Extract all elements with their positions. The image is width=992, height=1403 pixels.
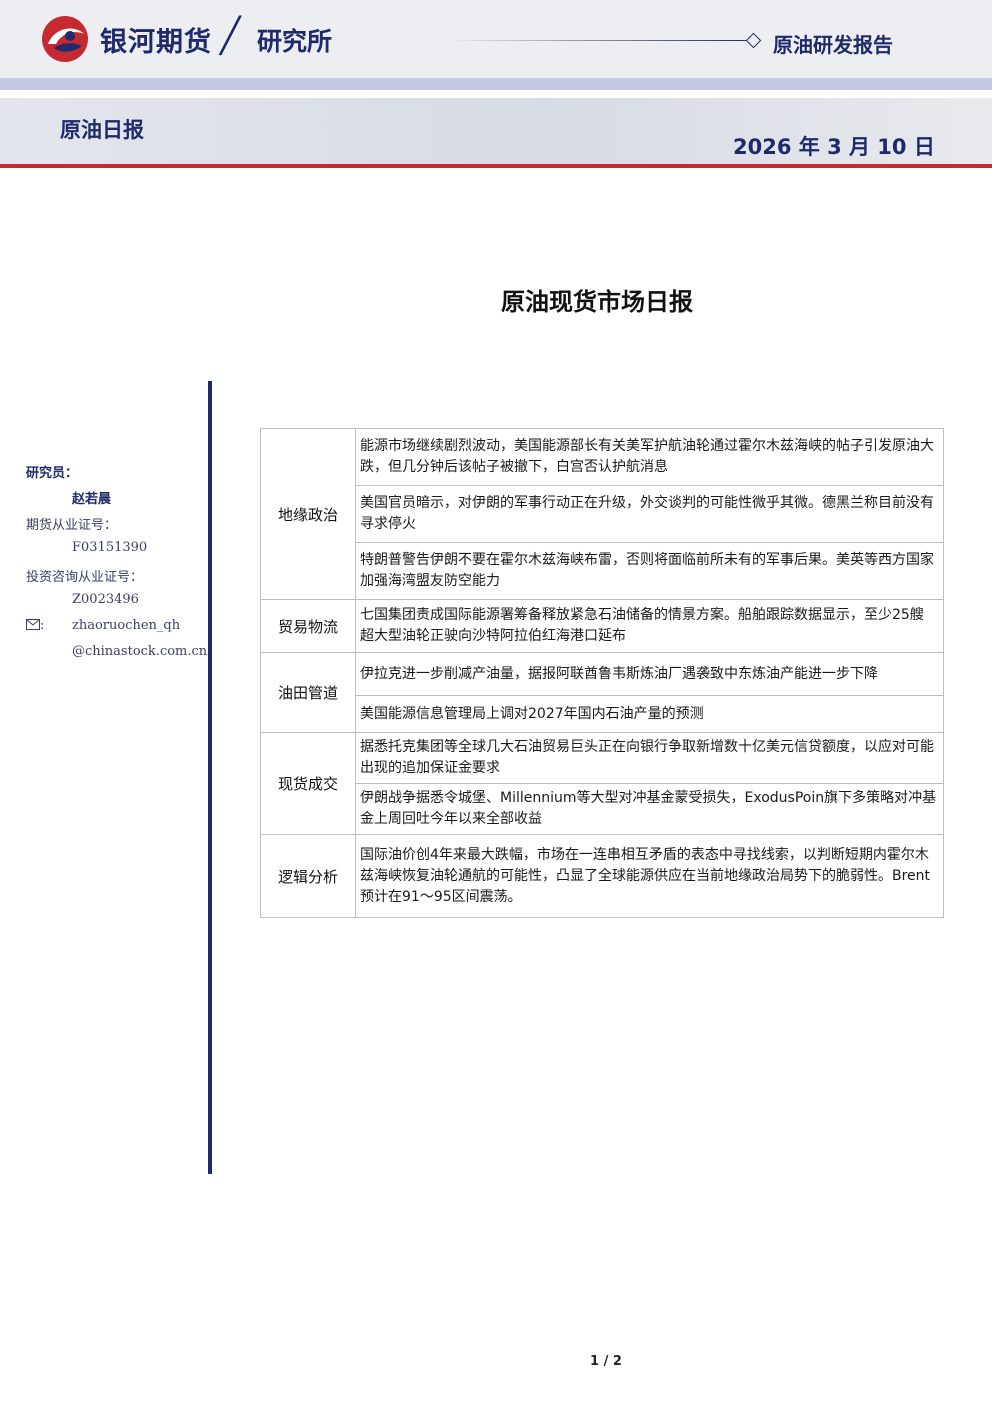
mail-icon — [26, 619, 40, 630]
researcher-name: 赵若晨 — [72, 492, 112, 507]
category-cell: 地缘政治 — [260, 428, 356, 600]
page-title: 原油现货市场日报 — [501, 288, 693, 316]
table-row: 伊朗战争据悉令城堡、Millennium等大型对冲基金蒙受损失，ExodusPo… — [261, 783, 944, 835]
researcher-label: 研究员： — [26, 466, 79, 481]
email-line-2[interactable]: @chinastock.com.cn — [72, 644, 208, 659]
category-cell: 逻辑分析 — [260, 834, 356, 918]
sidebar-divider — [208, 381, 212, 1174]
galaxy-logo-icon — [42, 16, 88, 62]
header-band — [0, 78, 992, 90]
table-row: 油田管道 伊拉克进一步削减产油量，据报阿联酋鲁韦斯炼油厂遇袭致中东炼油产能进一步… — [260, 652, 944, 733]
title-band — [0, 98, 992, 164]
table-row: 地缘政治 能源市场继续剧烈波动，美国能源部长有关美军护航油轮通过霍尔木兹海峡的帖… — [260, 428, 944, 600]
consult-cert-label: 投资咨询从业证号： — [26, 570, 144, 585]
table-row: 美国能源信息管理局上调对2027年国内石油产量的预测 — [261, 695, 944, 733]
email-colon: : — [40, 618, 45, 633]
consult-cert-number: Z0023496 — [72, 592, 139, 607]
table-row: 现货成交 据悉托克集团等全球几大石油贸易巨头正在向银行争取新增数十亿美元信贷额度… — [260, 732, 944, 835]
report-date: 2026 年 3 月 10 日 — [733, 135, 935, 159]
news-cell: 国际油价创4年来最大跌幅，市场在一连串相互矛盾的表态中寻找线索，以判断短期内霍尔… — [355, 834, 944, 918]
title-band-underline — [0, 164, 992, 168]
futures-cert-number: F03151390 — [72, 540, 148, 555]
news-cell: 美国官员暗示，对伊朗的军事行动正在升级，外交谈判的可能性微乎其微。德黑兰称目前没… — [355, 485, 944, 543]
header-bar — [0, 0, 992, 78]
report-type: 原油研发报告 — [773, 33, 893, 57]
department-name: 研究所 — [257, 27, 333, 56]
email-row: : — [26, 618, 44, 633]
table-row: 贸易物流 七国集团责成国际能源署筹备释放紧急石油储备的情景方案。船舶跟踪数据显示… — [260, 599, 944, 653]
report-table: 地缘政治 能源市场继续剧烈波动，美国能源部长有关美军护航油轮通过霍尔木兹海峡的帖… — [260, 428, 944, 918]
category-cell: 现货成交 — [260, 732, 356, 835]
table-row: 美国官员暗示，对伊朗的军事行动正在升级，外交谈判的可能性微乎其微。德黑兰称目前没… — [261, 485, 944, 543]
news-cell: 特朗普警告伊朗不要在霍尔木兹海峡布雷，否则将面临前所未有的军事后果。美英等西方国… — [355, 542, 944, 600]
daily-report-title: 原油日报 — [60, 118, 144, 142]
page-number: 1 / 2 — [590, 1354, 622, 1369]
email-line-1[interactable]: zhaoruochen_qh — [72, 618, 181, 633]
news-cell: 美国能源信息管理局上调对2027年国内石油产量的预测 — [355, 695, 944, 733]
news-cell: 据悉托克集团等全球几大石油贸易巨头正在向银行争取新增数十亿美元信贷额度，以应对可… — [355, 732, 944, 784]
header-divider-line — [445, 40, 750, 41]
category-cell: 油田管道 — [260, 652, 356, 733]
news-cell: 七国集团责成国际能源署筹备释放紧急石油储备的情景方案。船舶跟踪数据显示，至少25… — [355, 599, 944, 653]
table-row: 特朗普警告伊朗不要在霍尔木兹海峡布雷，否则将面临前所未有的军事后果。美英等西方国… — [261, 542, 944, 600]
news-cell: 伊朗战争据悉令城堡、Millennium等大型对冲基金蒙受损失，ExodusPo… — [355, 783, 944, 835]
news-cell: 伊拉克进一步削减产油量，据报阿联酋鲁韦斯炼油厂遇袭致中东炼油产能进一步下降 — [355, 652, 944, 696]
category-cell: 贸易物流 — [260, 599, 356, 653]
futures-cert-label: 期货从业证号： — [26, 518, 118, 533]
table-row: 逻辑分析 国际油价创4年来最大跌幅，市场在一连串相互矛盾的表态中寻找线索，以判断… — [260, 834, 944, 918]
company-name: 银河期货 — [100, 27, 212, 58]
logo-slash: ╱ — [220, 16, 241, 56]
news-cell: 能源市场继续剧烈波动，美国能源部长有关美军护航油轮通过霍尔木兹海峡的帖子引发原油… — [355, 428, 944, 486]
